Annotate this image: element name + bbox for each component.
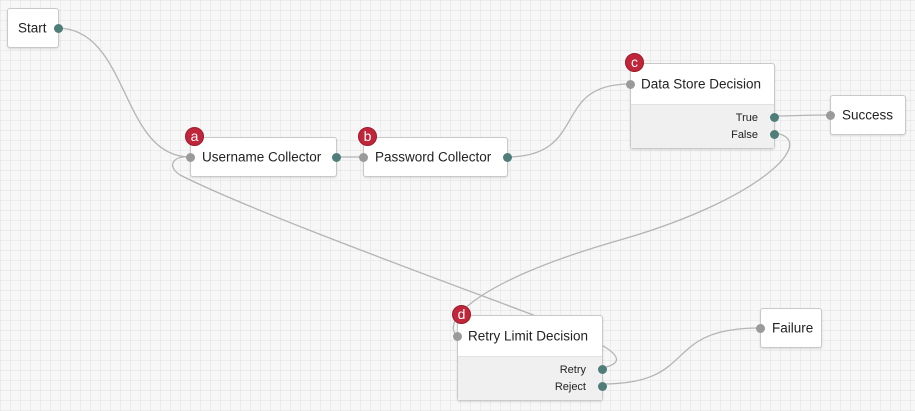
node-failure-label: Failure — [772, 320, 814, 336]
node-data-store-decision[interactable]: c Data Store Decision True False — [625, 53, 779, 149]
node-retry-limit-decision-header: Retry Limit Decision — [453, 316, 602, 356]
node-start-out-port[interactable] — [54, 24, 63, 33]
node-data-store-decision-header: Data Store Decision — [626, 64, 774, 104]
outcome-false: False — [631, 126, 779, 143]
node-password-collector-out-port[interactable] — [503, 153, 512, 162]
node-username-collector[interactable]: a Username Collector — [185, 127, 341, 177]
node-password-collector-label: Password Collector — [375, 149, 492, 165]
outcome-retry-port[interactable] — [598, 365, 607, 374]
node-username-collector-out-port[interactable] — [332, 153, 341, 162]
node-username-collector-label: Username Collector — [202, 149, 322, 165]
node-password-collector[interactable]: b Password Collector — [358, 127, 512, 177]
outcome-true-label: True — [735, 111, 758, 124]
node-start-label: Start — [18, 20, 47, 36]
outcome-retry: Retry — [458, 361, 607, 378]
outcome-false-label: False — [731, 128, 758, 141]
node-success-in-port[interactable] — [826, 111, 835, 120]
node-retry-limit-decision-in-port[interactable] — [453, 332, 462, 341]
outcome-reject: Reject — [458, 378, 607, 395]
node-retry-limit-decision-label: Retry Limit Decision — [468, 328, 589, 344]
node-data-store-decision-outcomes: True False — [631, 104, 779, 148]
node-password-collector-badge: b — [358, 127, 377, 146]
outcome-reject-label: Reject — [554, 380, 586, 393]
edge-reject-to-failure[interactable] — [601, 327, 761, 385]
outcome-false-port[interactable] — [770, 130, 779, 139]
node-data-store-decision-label: Data Store Decision — [641, 76, 762, 92]
node-start[interactable]: Start — [7, 8, 63, 48]
node-username-collector-in-port[interactable] — [186, 153, 195, 162]
node-failure[interactable]: Failure — [756, 308, 822, 348]
node-failure-in-port[interactable] — [756, 324, 765, 333]
node-retry-limit-decision[interactable]: d Retry Limit Decision Retry Reject — [452, 305, 607, 401]
node-data-store-decision-in-port[interactable] — [626, 80, 635, 89]
edge-start-to-username[interactable] — [56, 27, 191, 158]
node-password-collector-in-port[interactable] — [359, 153, 368, 162]
node-retry-limit-decision-badge: d — [452, 305, 471, 324]
node-success-label: Success — [842, 107, 894, 123]
node-data-store-decision-badge: c — [625, 53, 644, 72]
outcome-true-port[interactable] — [770, 113, 779, 122]
outcome-reject-port[interactable] — [598, 382, 607, 391]
edge-password-to-datastore[interactable] — [505, 83, 631, 158]
node-success[interactable]: Success — [826, 95, 906, 135]
node-retry-limit-decision-outcomes: Retry Reject — [458, 356, 607, 400]
outcome-retry-label: Retry — [559, 363, 586, 376]
outcome-true: True — [631, 109, 779, 126]
edge-true-to-success[interactable] — [774, 114, 831, 117]
node-username-collector-badge: a — [185, 127, 204, 146]
